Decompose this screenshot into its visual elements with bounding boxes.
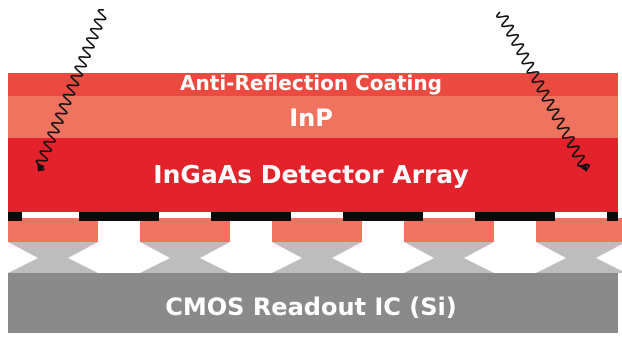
pixel-interconnect-row (8, 212, 622, 273)
pixel-pad (536, 218, 622, 242)
cmos-readout-layer (8, 273, 618, 333)
metal-contact (79, 212, 159, 221)
indium-bump (404, 242, 494, 273)
wavy-arrow-icon (35, 9, 107, 172)
metal-contact (607, 212, 618, 221)
metal-contact (8, 212, 22, 221)
pixel-pad (8, 218, 98, 242)
indium-bump (8, 242, 98, 273)
anti-reflection-layer (8, 73, 618, 96)
wavy-arrow-icon (496, 11, 590, 172)
pixel-pad (140, 218, 230, 242)
metal-contact (211, 212, 291, 221)
inp-layer (8, 96, 618, 138)
metal-contact (343, 212, 423, 221)
ingaas-layer (8, 138, 618, 212)
metal-contact (475, 212, 555, 221)
pixel-pad (404, 218, 494, 242)
indium-bump (140, 242, 230, 273)
indium-bump (536, 242, 622, 273)
pixel-pad (272, 218, 362, 242)
indium-bump (272, 242, 362, 273)
